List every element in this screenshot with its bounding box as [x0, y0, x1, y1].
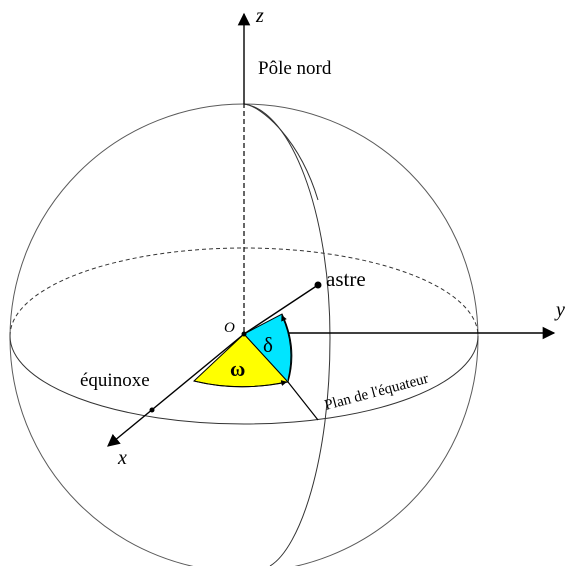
- equinox-point: [149, 407, 155, 413]
- equator-plane-label: Plan de l'équateur: [323, 371, 430, 414]
- equinox-label: équinoxe: [80, 370, 150, 391]
- origin-point: [241, 331, 247, 337]
- omega-label: ω: [230, 357, 245, 381]
- star-label: astre: [326, 267, 366, 291]
- z-axis-label: z: [255, 5, 264, 27]
- delta-label: δ: [263, 333, 273, 357]
- x-axis: [107, 333, 245, 447]
- omega-arc: [193, 380, 288, 388]
- equator-back: [9, 247, 479, 337]
- origin-label: O: [224, 320, 235, 336]
- pole-label: Pôle nord: [258, 58, 332, 79]
- delta-arc: [281, 314, 292, 381]
- star-point: [314, 281, 322, 289]
- y-axis-label: y: [554, 299, 565, 321]
- star-direction: [243, 284, 319, 335]
- equator-front: [9, 335, 479, 425]
- x-axis-label: x: [117, 447, 127, 469]
- meridian: [243, 103, 331, 566]
- meridian-lower: [243, 103, 319, 201]
- projection-line: [287, 381, 319, 421]
